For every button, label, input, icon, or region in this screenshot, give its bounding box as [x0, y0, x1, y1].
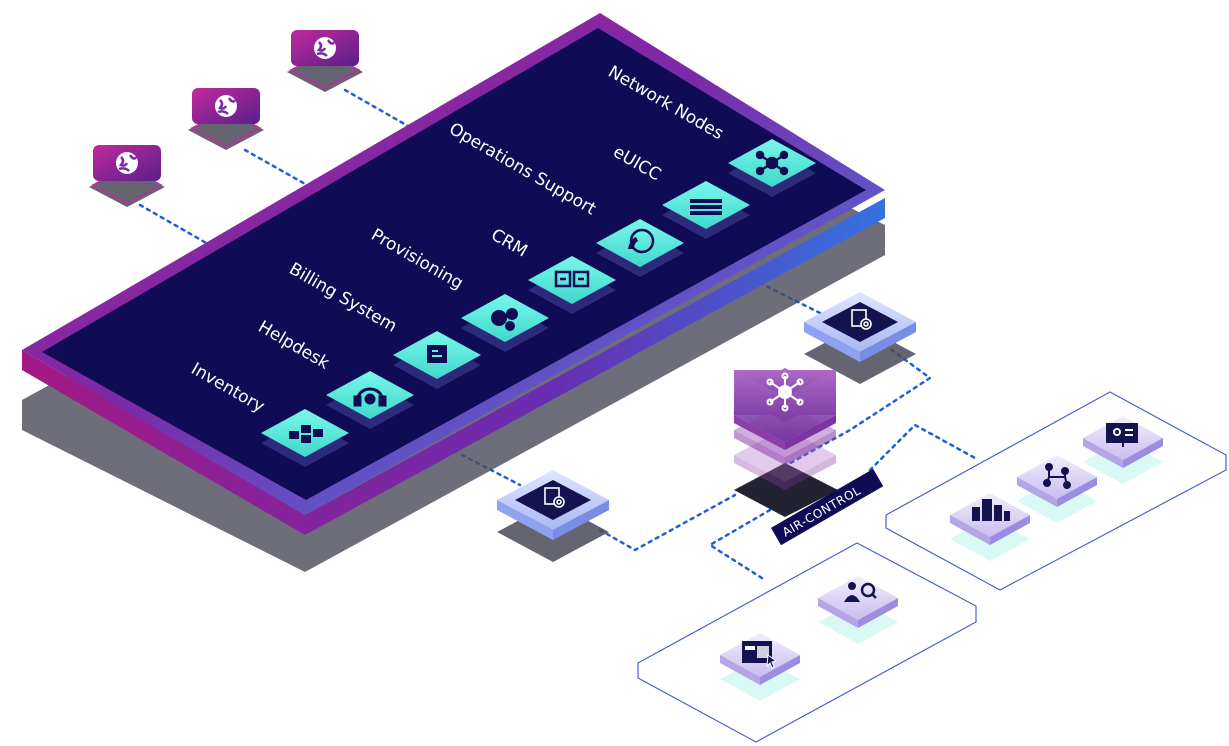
connector-gateway-right-cluster — [758, 343, 933, 482]
connector-core-bottom-cluster — [707, 508, 772, 582]
gateway-nodes — [497, 292, 916, 562]
analytics-person-icon — [844, 582, 877, 602]
settings-document-icon — [851, 309, 872, 330]
tile-crm[interactable] — [528, 256, 616, 314]
globe-icon — [215, 95, 237, 117]
cluster-bottom-item-2[interactable] — [818, 576, 898, 644]
tile-billing-system[interactable] — [393, 331, 481, 389]
gateway-node-top[interactable] — [804, 292, 916, 384]
globe-node-3[interactable] — [287, 30, 363, 92]
platform-screen — [42, 28, 866, 500]
gateway-node-left[interactable] — [497, 470, 609, 562]
connector-core-right-cluster — [868, 423, 977, 472]
tile-network-nodes[interactable] — [728, 139, 816, 197]
connector-globe-1 — [138, 203, 217, 250]
globe-icon — [116, 152, 138, 174]
air-control-core[interactable]: AIR-CONTROL — [734, 368, 884, 546]
cluster-bottom-border — [637, 542, 977, 743]
sim-chip-icon — [690, 199, 722, 215]
globe-icon — [314, 37, 336, 59]
cluster-right — [885, 391, 1227, 591]
inventory-icon — [289, 425, 323, 443]
core-label-bg — [771, 468, 884, 546]
globe-node-1[interactable] — [89, 145, 165, 207]
connector-globe-3 — [343, 88, 417, 132]
billing-icon — [427, 345, 447, 363]
provisioning-icon — [491, 308, 518, 331]
cluster-right-item-1[interactable] — [950, 493, 1030, 561]
support-phone-icon — [628, 228, 655, 254]
cluster-bottom-item-1[interactable] — [720, 633, 800, 701]
tile-euicc[interactable] — [662, 181, 750, 239]
headset-icon — [353, 387, 387, 407]
tile-operations-support[interactable] — [596, 219, 684, 277]
globe-node-2[interactable] — [188, 88, 264, 150]
platform — [22, 13, 885, 535]
monitor-dashboard-icon — [1106, 423, 1138, 447]
cluster-right-item-2[interactable] — [1017, 455, 1097, 523]
cluster-right-item-3[interactable] — [1083, 416, 1163, 484]
tile-inventory[interactable] — [261, 409, 349, 467]
tile-provisioning[interactable] — [461, 294, 549, 352]
globe-nodes — [89, 30, 363, 207]
settings-document-icon — [544, 487, 565, 508]
cluster-bottom — [637, 542, 977, 743]
module-tiles — [261, 139, 816, 467]
web-browser-icon — [742, 641, 778, 669]
connector-gateway-core — [598, 493, 737, 552]
org-chart-icon — [1043, 463, 1071, 489]
core-base — [734, 463, 838, 517]
crm-icon — [554, 270, 590, 288]
city-buildings-icon — [972, 499, 1010, 521]
tile-helpdesk[interactable] — [326, 371, 414, 429]
network-nodes-icon — [755, 150, 789, 176]
network-hub-icon — [766, 372, 804, 412]
